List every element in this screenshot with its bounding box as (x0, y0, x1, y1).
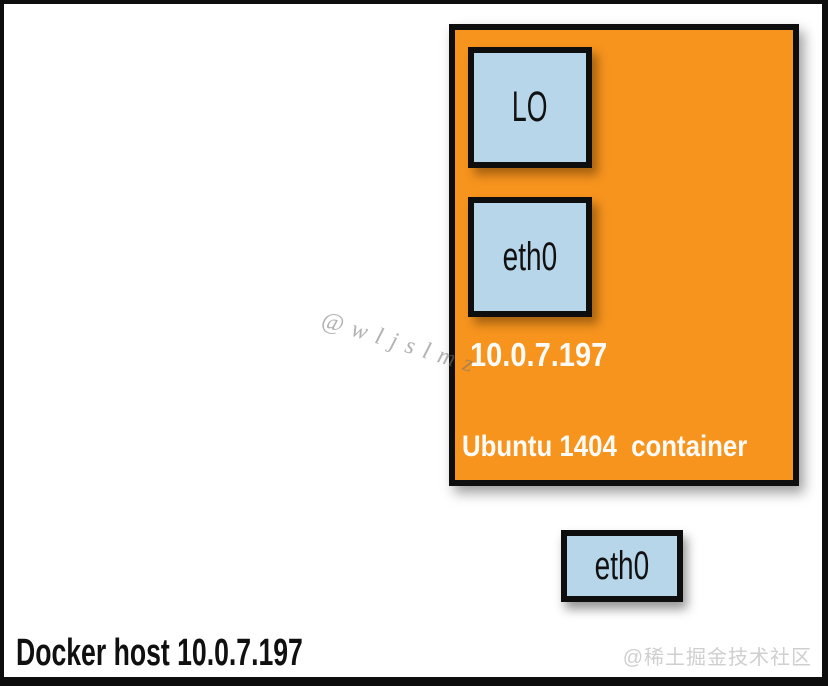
lo-interface-label: LO (512, 83, 548, 131)
container-eth0-interface-box: eth0 (468, 197, 592, 317)
watermark-bottom-right: @稀土掘金技术社区 (622, 647, 812, 669)
container-eth0-interface-label: eth0 (502, 235, 558, 279)
container-name-label: Ubuntu 1404 container (462, 430, 748, 463)
container-ip-label: 10.0.7.197 (470, 336, 608, 373)
host-eth0-interface-label: eth0 (594, 544, 650, 588)
host-eth0-interface-box: eth0 (561, 530, 683, 602)
ubuntu-container-box: LO eth0 10.0.7.197 Ubuntu 1404 container (449, 24, 799, 486)
container-lo-interface-box: LO (468, 47, 592, 168)
docker-host-label: Docker host 10.0.7.197 (16, 632, 303, 674)
